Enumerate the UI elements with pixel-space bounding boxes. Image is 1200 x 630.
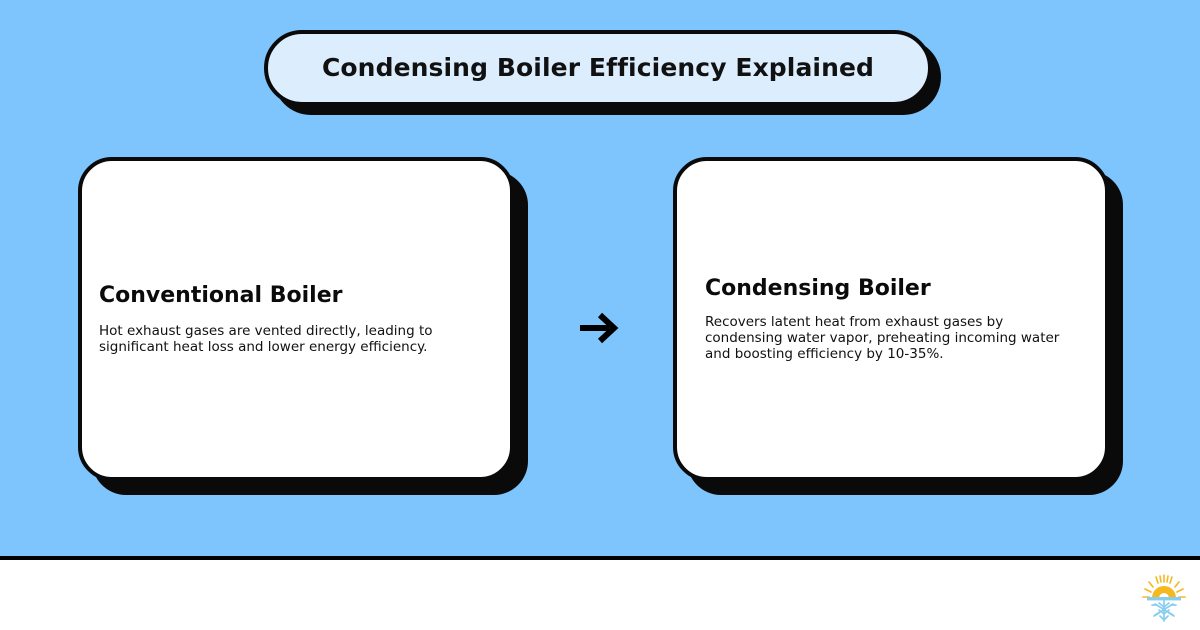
sun-snowflake-logo-icon [1138,572,1190,624]
arrow-right-icon [573,305,625,351]
comparison-card-condensing: Condensing Boiler Recovers latent heat f… [673,157,1109,481]
card-body-conventional: Hot exhaust gases are vented directly, l… [99,322,433,355]
page-title: Condensing Boiler Efficiency Explained [321,53,875,83]
main-blue-stage: Condensing Boiler Efficiency Explained C… [0,0,1200,560]
title-pill: Condensing Boiler Efficiency Explained [264,30,932,106]
footer-bar [0,564,1200,630]
comparison-card-conventional: Conventional Boiler Hot exhaust gases ar… [78,157,514,481]
card-body-condensing: Recovers latent heat from exhaust gases … [705,313,1060,362]
card-title-condensing: Condensing Boiler [705,275,931,301]
card-title-conventional: Conventional Boiler [99,282,343,308]
